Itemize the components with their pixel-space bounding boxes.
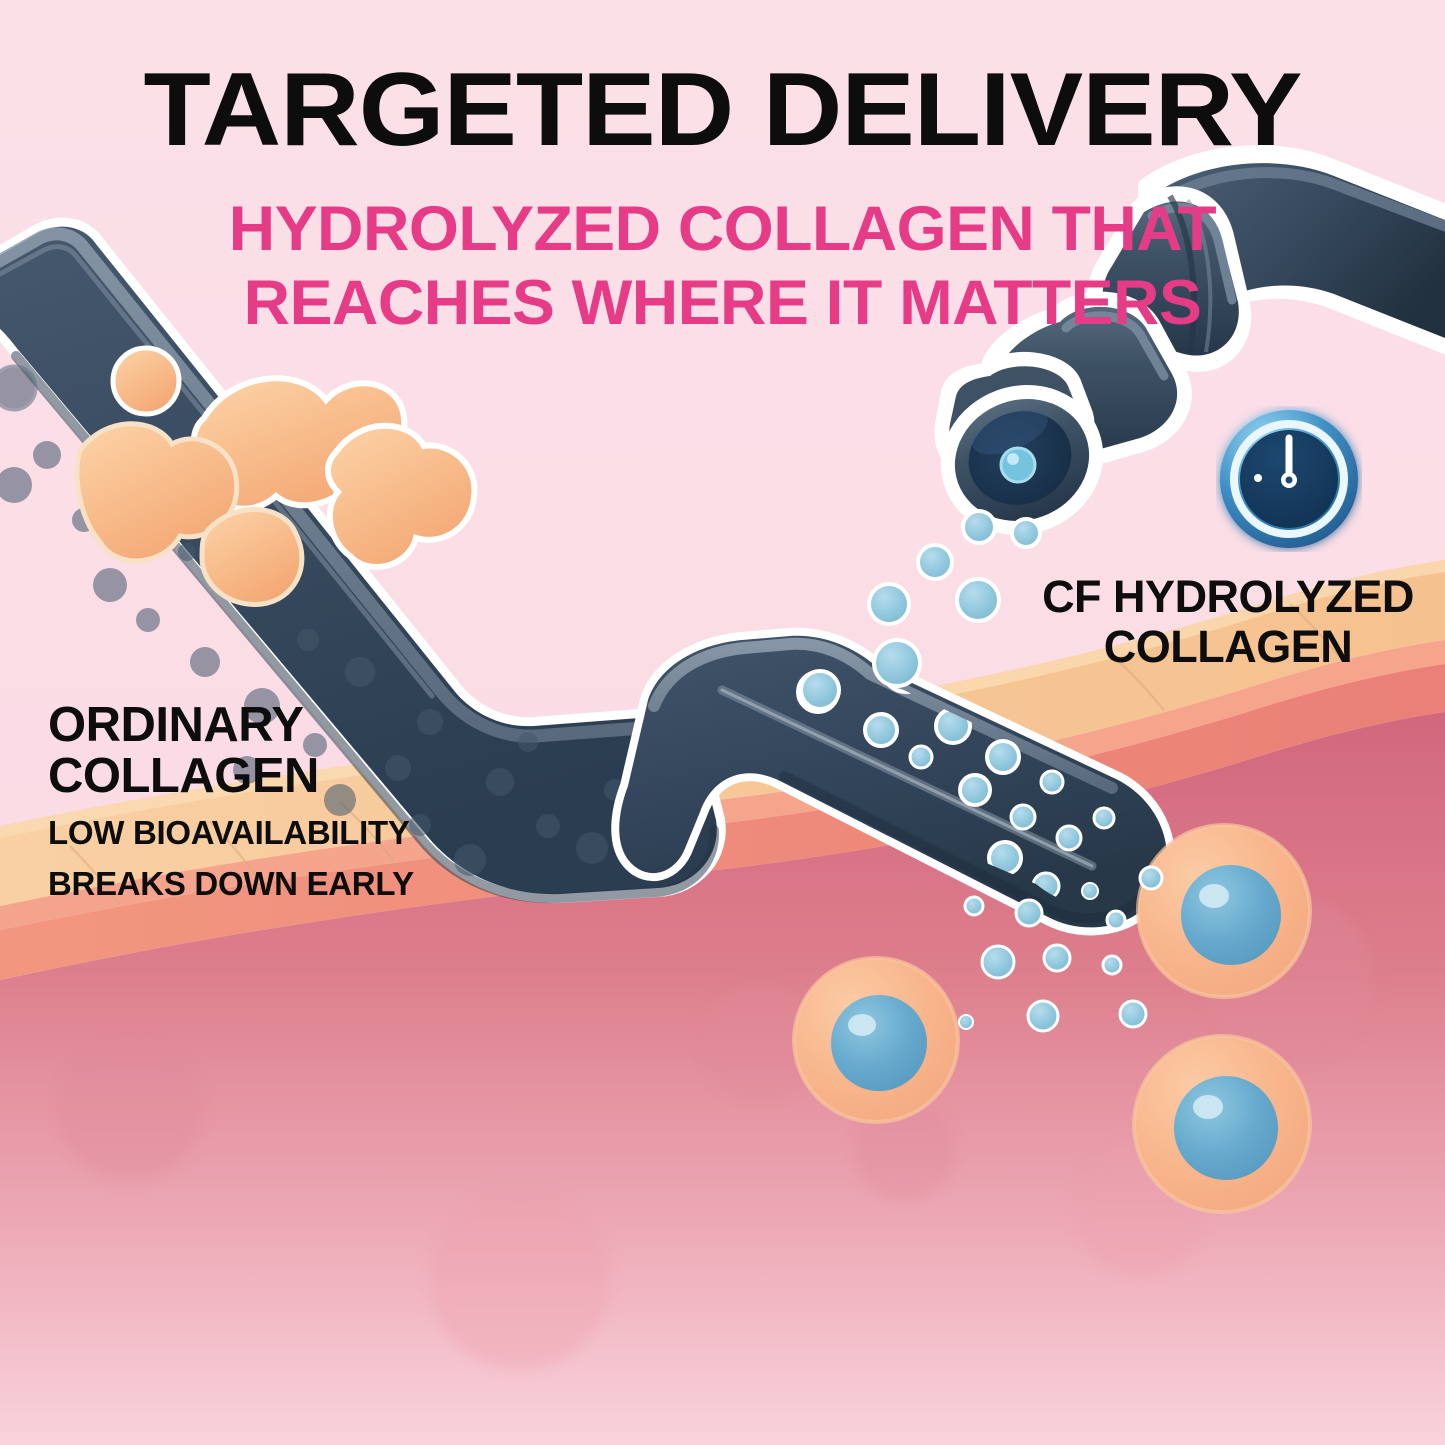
collagen-particle bbox=[985, 739, 1021, 775]
ordinary-collagen-label: ORDINARY COLLAGEN LOW BIOAVAILABILITY BR… bbox=[48, 700, 414, 904]
collagen-particle bbox=[1105, 909, 1127, 931]
cell-nucleus bbox=[831, 995, 927, 1091]
clock-bezel bbox=[1230, 420, 1348, 538]
page-subtitle: HYDROLYZED COLLAGEN THAT REACHES WHERE I… bbox=[0, 192, 1445, 341]
collagen-particle bbox=[1039, 769, 1065, 795]
collagen-blob bbox=[325, 422, 478, 570]
cell-highlight bbox=[1193, 1095, 1223, 1119]
cf-collagen-label: CF HYDROLYZED COLLAGEN bbox=[1010, 571, 1445, 673]
collagen-particle bbox=[958, 1014, 974, 1030]
fibroblast-cell bbox=[792, 956, 960, 1124]
cf-tube-rim bbox=[648, 637, 1118, 794]
nozzle-hose bbox=[1152, 163, 1445, 350]
particle-stream-above-skin bbox=[799, 509, 1042, 711]
cf-collagen-tube bbox=[611, 627, 1175, 936]
skin-layer-divider bbox=[0, 640, 1445, 930]
cf-label-line-1: CF HYDROLYZED bbox=[1042, 571, 1414, 622]
cf-label-line-2: COLLAGEN bbox=[1103, 621, 1353, 673]
collagen-particle bbox=[1042, 943, 1072, 973]
collagen-blob bbox=[199, 507, 305, 607]
ordinary-label-line-1: ORDINARY bbox=[48, 698, 304, 752]
collagen-particle bbox=[980, 944, 1016, 980]
subtitle-line-1: HYDROLYZED COLLAGEN THAT bbox=[228, 194, 1217, 264]
collagen-particle bbox=[872, 638, 922, 688]
cell-highlight bbox=[848, 1014, 876, 1036]
cell-highlight bbox=[1199, 884, 1229, 908]
dermis-blotches bbox=[58, 896, 1374, 1370]
collagen-particle bbox=[1138, 865, 1164, 891]
collagen-particle bbox=[1014, 898, 1044, 928]
fibroblast-cell bbox=[1136, 823, 1312, 999]
collagen-particle bbox=[863, 712, 899, 748]
collagen-particle bbox=[958, 773, 992, 807]
collagen-particle bbox=[916, 543, 954, 581]
clock-icon bbox=[1216, 406, 1362, 552]
collagen-particle bbox=[1092, 806, 1116, 830]
page-title: TARGETED DELIVERY bbox=[143, 52, 1303, 168]
particles-in-dermis bbox=[958, 865, 1164, 1033]
subtitle-line-2: REACHES WHERE IT MATTERS bbox=[243, 268, 1202, 339]
collagen-blob bbox=[110, 345, 182, 417]
collagen-particle bbox=[799, 669, 841, 711]
ordinary-collagen-blobs bbox=[74, 345, 478, 607]
collagen-particle bbox=[1081, 882, 1099, 900]
collagen-particle bbox=[955, 577, 1001, 623]
fibroblast-cell bbox=[1132, 1034, 1312, 1214]
clock-tick-mark bbox=[1254, 474, 1262, 482]
cell-nucleus bbox=[1181, 865, 1281, 965]
collagen-particle bbox=[963, 895, 985, 917]
collagen-particle bbox=[961, 509, 997, 545]
collagen-particle bbox=[867, 582, 911, 626]
collagen-particle bbox=[1101, 954, 1123, 976]
applicator-nozzle bbox=[934, 145, 1445, 535]
nozzle-droplet bbox=[999, 446, 1037, 484]
collagen-particle bbox=[908, 744, 934, 770]
collagen-particle bbox=[1055, 824, 1083, 852]
ordinary-collagen-tube bbox=[0, 217, 726, 904]
ordinary-label-line-2: COLLAGEN bbox=[48, 748, 319, 803]
ordinary-sublabel-line-2: BREAKS DOWN EARLY bbox=[48, 864, 414, 902]
collagen-particle bbox=[1118, 999, 1148, 1029]
ordinary-sublabel-line-1: LOW BIOAVAILABILITY bbox=[48, 813, 410, 851]
collagen-particle bbox=[1009, 803, 1037, 831]
cell-nucleus bbox=[1174, 1076, 1278, 1180]
collagen-particle bbox=[1026, 999, 1060, 1033]
collagen-particle bbox=[1010, 517, 1042, 549]
skin-layer-papillary bbox=[0, 664, 1445, 980]
dermis-cells bbox=[792, 823, 1312, 1214]
